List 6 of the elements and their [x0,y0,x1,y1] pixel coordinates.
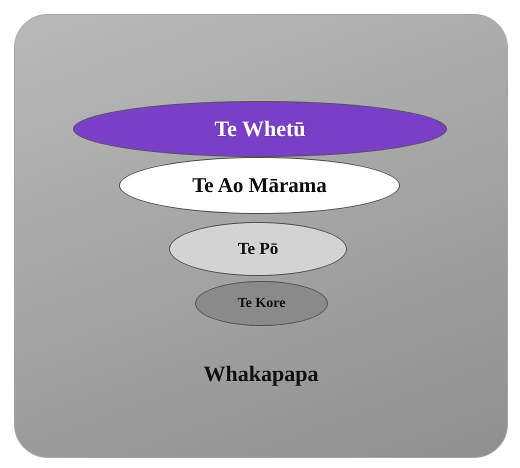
background-panel [14,14,508,458]
layer-label: Te Whetū [214,116,306,142]
layer-label: Te Ao Mārama [192,173,327,198]
layer-label: Te Pō [238,239,278,259]
diagram-caption: Whakapapa [202,361,320,387]
layer-label: Te Kore [238,296,286,312]
